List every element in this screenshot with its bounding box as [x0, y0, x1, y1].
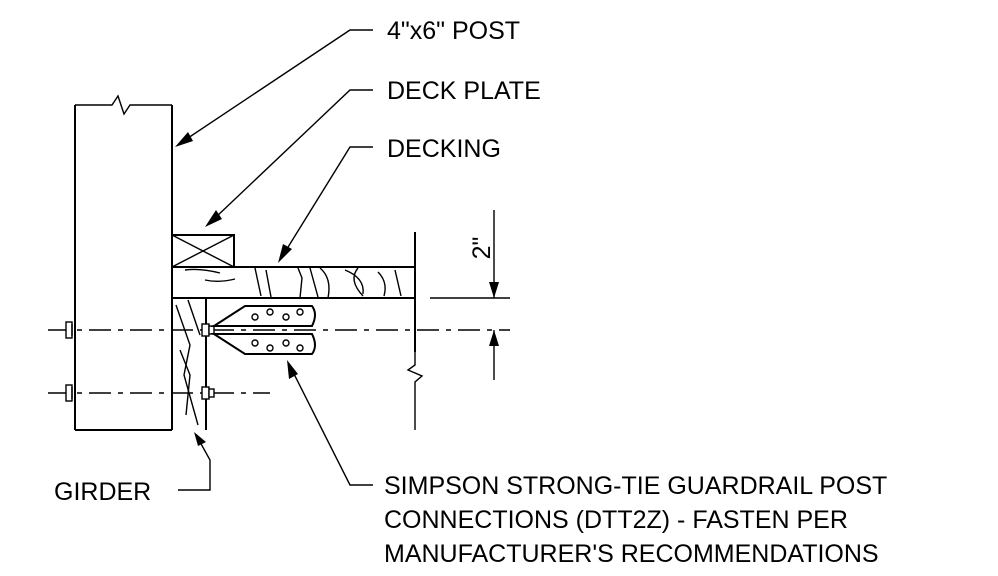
decking — [171, 266, 416, 299]
dimension-label: 2" — [468, 237, 496, 260]
label-girder: GIRDER — [54, 478, 151, 506]
joist-break-line — [406, 352, 424, 430]
label-post: 4"x6" POST — [387, 17, 520, 45]
leaders — [175, 29, 373, 491]
joist — [205, 232, 424, 430]
deck-plate — [171, 234, 235, 268]
label-decking: DECKING — [387, 135, 501, 163]
dtt2z-connector — [210, 305, 316, 355]
dimension-2in: 2" — [430, 210, 510, 380]
bolts — [48, 321, 510, 402]
girder — [171, 298, 207, 430]
label-connector-line2: CONNECTIONS (DTT2Z) - FASTEN PER — [384, 506, 848, 534]
post — [74, 94, 173, 431]
label-connector-line1: SIMPSON STRONG-TIE GUARDRAIL POST — [384, 472, 887, 500]
post-break-line — [75, 94, 172, 116]
label-connector-line3: MANUFACTURER'S RECOMMENDATIONS — [384, 540, 879, 568]
label-deck-plate: DECK PLATE — [387, 77, 541, 105]
